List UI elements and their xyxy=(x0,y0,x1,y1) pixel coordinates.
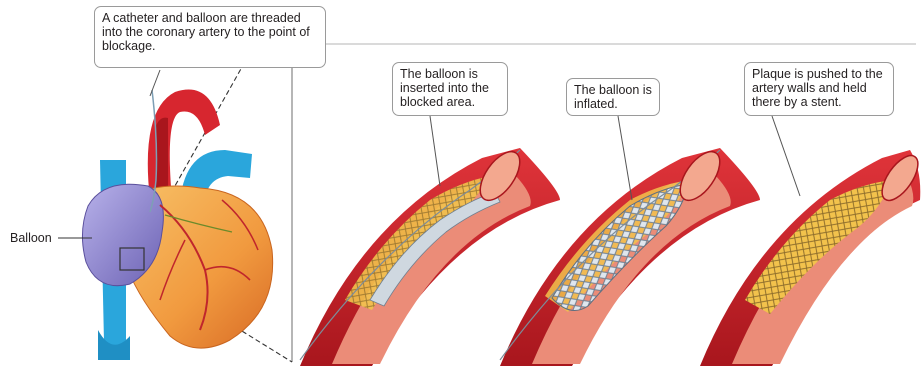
heart-illustration xyxy=(82,89,272,360)
pointer-inserted xyxy=(430,116,440,186)
balloon-label: Balloon xyxy=(10,231,52,245)
callout-catheter: A catheter and balloon are threaded into… xyxy=(94,6,326,68)
callout-catheter-text: A catheter and balloon are threaded into… xyxy=(102,11,310,53)
pointer-inflated xyxy=(618,116,632,200)
callout-stent: Plaque is pushed to the artery walls and… xyxy=(744,62,894,116)
callout-inflated-text: The balloon is inflated. xyxy=(574,83,652,111)
pointer-stent xyxy=(772,116,800,196)
pointer-catheter xyxy=(150,70,160,96)
callout-inserted-text: The balloon is inserted into the blocked… xyxy=(400,67,489,109)
callout-balloon-inflated: The balloon is inflated. xyxy=(566,78,660,116)
callout-balloon-inserted: The balloon is inserted into the blocked… xyxy=(392,62,508,116)
callout-stent-text: Plaque is pushed to the artery walls and… xyxy=(752,67,883,109)
